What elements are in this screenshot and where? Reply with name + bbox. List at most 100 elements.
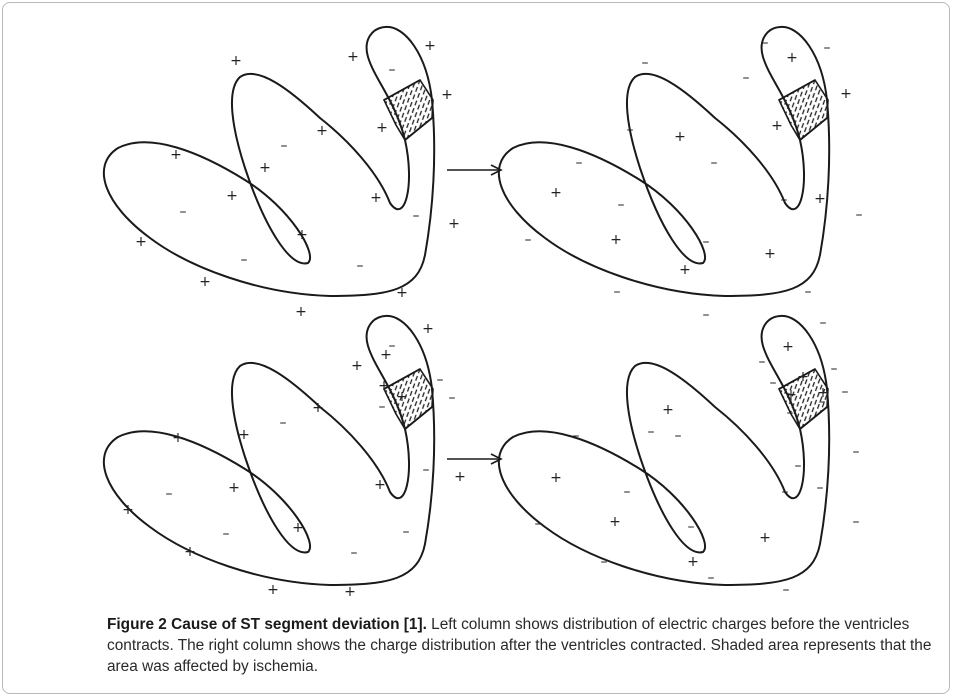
heart-outline — [499, 316, 829, 585]
minus-charge: – — [783, 582, 790, 598]
plus-charge: + — [786, 50, 798, 66]
minus-charge: – — [437, 372, 444, 388]
minus-charge: – — [379, 399, 386, 415]
minus-charge: – — [389, 62, 396, 78]
plus-charge: + — [610, 232, 622, 248]
plus-charge: + — [267, 582, 279, 598]
minus-charge: – — [166, 486, 173, 502]
minus-charge: – — [743, 70, 750, 86]
plus-charge: + — [370, 190, 382, 206]
plus-charge: + — [226, 188, 238, 204]
plus-charge: + — [764, 246, 776, 262]
plus-charge: + — [454, 469, 466, 485]
minus-charge: – — [357, 258, 364, 274]
minus-charge: – — [423, 462, 430, 478]
minus-charge: – — [856, 207, 863, 223]
minus-charge: – — [675, 428, 682, 444]
plus-charge: + — [172, 430, 184, 446]
minus-charge: – — [389, 338, 396, 354]
plus-charge: + — [771, 118, 783, 134]
minus-charge: – — [627, 122, 634, 138]
plus-charge: + — [170, 147, 182, 163]
plus-charge: + — [344, 584, 356, 600]
minus-charge: – — [281, 138, 288, 154]
minus-charge: – — [223, 526, 230, 542]
minus-charge: – — [525, 232, 532, 248]
minus-charge: – — [805, 284, 812, 300]
heart-charge-diagram: ++++++++++++++++––––––+++++++++–––––––––… — [0, 0, 954, 610]
plus-charge: + — [424, 38, 436, 54]
ischemic-region — [384, 369, 433, 429]
minus-charge: – — [759, 354, 766, 370]
plus-charge: + — [228, 480, 240, 496]
minus-charge: – — [576, 155, 583, 171]
minus-charge: – — [648, 424, 655, 440]
figure-caption: Figure 2 Cause of ST segment deviation [… — [107, 614, 947, 677]
plus-charge: + — [351, 358, 363, 374]
minus-charge: – — [449, 390, 456, 406]
minus-charge: – — [688, 519, 695, 535]
plus-charge: + — [238, 427, 250, 443]
plus-charge: + — [785, 387, 797, 403]
minus-charge: – — [824, 40, 831, 56]
minus-charge: – — [618, 197, 625, 213]
minus-charge: – — [280, 415, 287, 431]
caption-title: Figure 2 Cause of ST segment deviation [… — [107, 616, 427, 633]
plus-charge: + — [679, 262, 691, 278]
minus-charge: – — [831, 361, 838, 377]
minus-charge: – — [601, 554, 608, 570]
minus-charge: – — [241, 252, 248, 268]
plus-charge: + — [662, 402, 674, 418]
heart-outline — [499, 27, 829, 296]
plus-charge: + — [550, 470, 562, 486]
plus-charge: + — [122, 502, 134, 518]
minus-charge: – — [853, 514, 860, 530]
minus-charge: – — [781, 192, 788, 208]
minus-charge: – — [614, 284, 621, 300]
minus-charge: – — [180, 204, 187, 220]
minus-charge: – — [703, 234, 710, 250]
plus-charge: + — [609, 514, 621, 530]
plus-charge: + — [396, 389, 408, 405]
plus-charge: + — [347, 49, 359, 65]
minus-charge: – — [787, 405, 794, 421]
minus-charge: – — [624, 484, 631, 500]
ischemic-region — [384, 80, 433, 140]
plus-charge: + — [230, 53, 242, 69]
minus-charge: – — [770, 375, 777, 391]
minus-charge: – — [817, 480, 824, 496]
plus-charge: + — [292, 520, 304, 536]
minus-charge: – — [842, 384, 849, 400]
plus-charge: + — [396, 285, 408, 301]
plus-charge: + — [199, 274, 211, 290]
minus-charge: – — [820, 315, 827, 331]
plus-charge: + — [184, 544, 196, 560]
plus-charge: + — [422, 321, 434, 337]
minus-charge: – — [795, 458, 802, 474]
plus-charge: + — [550, 185, 562, 201]
plus-charge: + — [782, 339, 794, 355]
ischemic-region — [779, 80, 828, 140]
plus-charge: + — [312, 400, 324, 416]
plus-charge: + — [759, 530, 771, 546]
minus-charge: – — [819, 394, 826, 410]
plus-charge: + — [296, 227, 308, 243]
plus-charge: + — [674, 129, 686, 145]
plus-charge: + — [374, 477, 386, 493]
transition-arrow — [447, 454, 501, 464]
minus-charge: – — [573, 428, 580, 444]
minus-charge: – — [703, 307, 710, 323]
minus-charge: – — [782, 484, 789, 500]
plus-charge: + — [135, 234, 147, 250]
plus-charge: + — [376, 120, 388, 136]
plus-charge: + — [441, 87, 453, 103]
minus-charge: – — [711, 155, 718, 171]
heart-panel-top-right — [499, 27, 829, 296]
plus-charge: + — [316, 123, 328, 139]
transition-arrow — [447, 165, 501, 175]
plus-charge: + — [687, 554, 699, 570]
plus-charge: + — [295, 304, 307, 320]
minus-charge: – — [413, 208, 420, 224]
minus-charge: – — [642, 55, 649, 71]
minus-charge: – — [403, 524, 410, 540]
